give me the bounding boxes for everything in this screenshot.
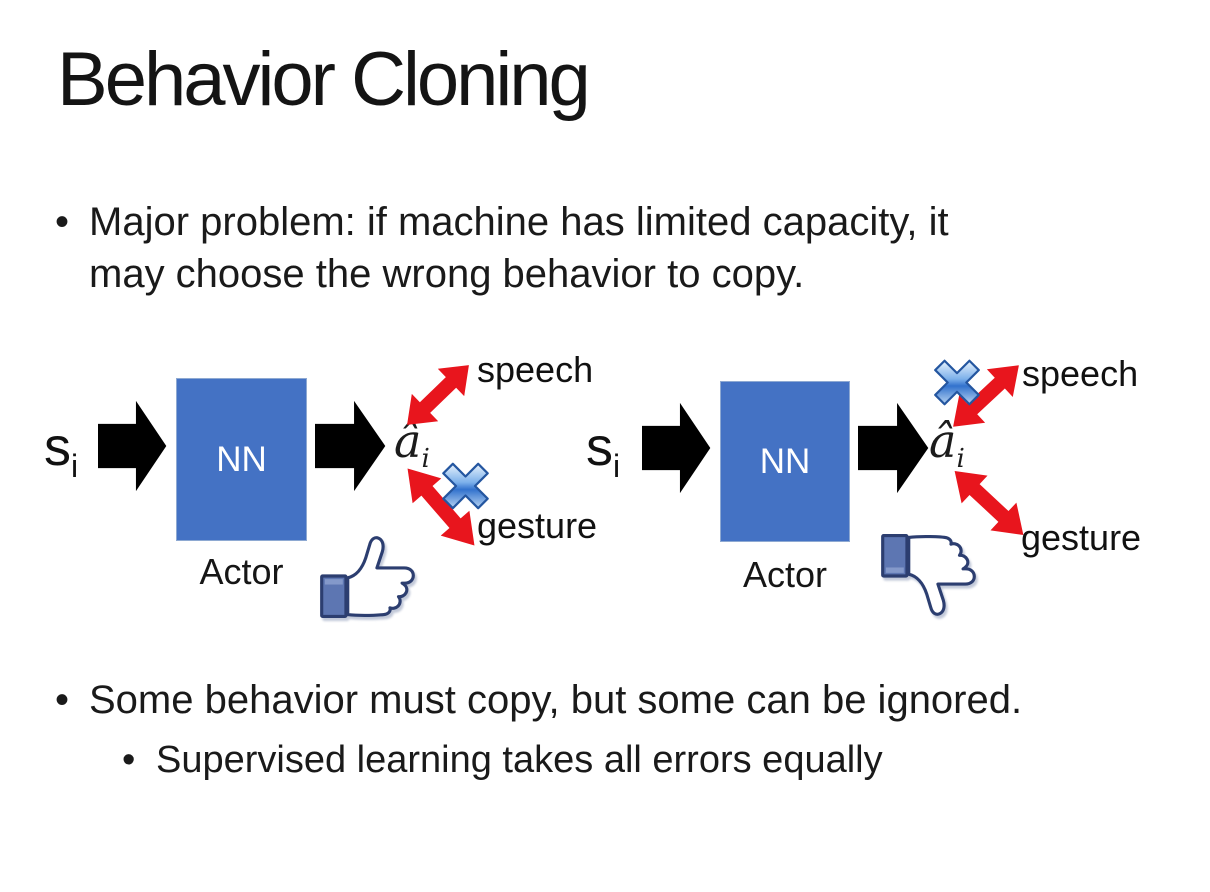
flow-arrow-icon bbox=[98, 400, 167, 492]
state-label-right: si bbox=[586, 416, 620, 482]
state-subscript: i bbox=[71, 447, 79, 484]
nn-label: NN bbox=[216, 439, 267, 479]
gesture-arrow-icon bbox=[954, 470, 1024, 536]
bullet-marker: • bbox=[55, 678, 70, 722]
bullet-text: Supervised learning takes all errors equ… bbox=[156, 739, 883, 781]
flow-arrow-icon bbox=[315, 400, 386, 492]
thumbs-up-icon bbox=[320, 536, 415, 618]
state-symbol: s bbox=[44, 417, 71, 477]
flow-arrow-icon bbox=[858, 402, 929, 494]
speech-label: speech bbox=[1022, 353, 1139, 394]
cross-x-icon bbox=[934, 359, 980, 406]
bullet-marker: • bbox=[55, 200, 70, 244]
speech-label: speech bbox=[477, 349, 594, 390]
state-symbol: s bbox=[586, 417, 613, 477]
bullet-supervised-learning: • Supervised learning takes all errors e… bbox=[122, 736, 883, 784]
actor-caption-right: Actor bbox=[742, 554, 828, 595]
bullet-major-problem: • Major problem: if machine has limited … bbox=[55, 196, 949, 300]
action-symbol: â bbox=[929, 414, 957, 468]
bullet-text: Major problem: if machine has limited ca… bbox=[89, 196, 949, 300]
nn-box-right: NN bbox=[720, 381, 850, 542]
slide-title: Behavior Cloning bbox=[57, 37, 591, 122]
gesture-arrow-icon bbox=[407, 468, 475, 546]
bullet-line-1: Major problem: if machine has limited ca… bbox=[89, 200, 949, 244]
gesture-label: gesture bbox=[477, 505, 598, 546]
flow-arrow-icon bbox=[642, 402, 711, 494]
action-subscript: i bbox=[421, 444, 430, 475]
actor-caption-left: Actor bbox=[199, 551, 284, 592]
nn-label: NN bbox=[759, 441, 811, 481]
bullet-text: Some behavior must copy, but some can be… bbox=[89, 678, 1023, 722]
speech-arrow-icon bbox=[407, 365, 469, 425]
bullet-line-2: may choose the wrong behavior to copy. bbox=[89, 252, 805, 296]
gesture-label: gesture bbox=[1021, 517, 1142, 558]
action-label-right: âi bbox=[929, 414, 965, 472]
nn-box-left: NN bbox=[176, 378, 307, 541]
speech-arrow-icon bbox=[953, 365, 1019, 427]
bullet-some-behavior: • Some behavior must copy, but some can … bbox=[55, 674, 1022, 726]
action-subscript: i bbox=[956, 444, 965, 475]
bullet-marker: • bbox=[122, 739, 136, 781]
thumbs-down-icon bbox=[881, 534, 976, 616]
cross-x-icon bbox=[442, 462, 489, 510]
state-label-left: si bbox=[44, 416, 78, 482]
state-subscript: i bbox=[613, 447, 621, 484]
